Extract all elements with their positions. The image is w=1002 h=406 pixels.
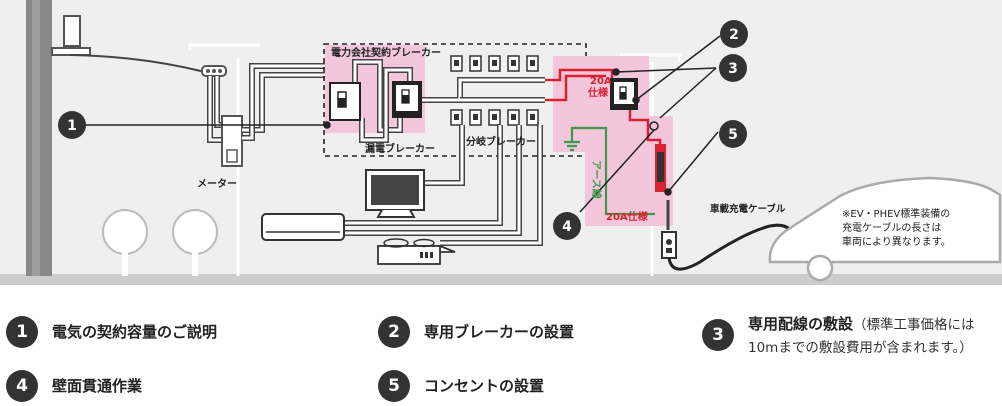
earth-wire-path [564,126,655,216]
ev-outlet [661,231,677,259]
ev-note-line-2: 充電ケーブルの長さは [842,221,941,234]
ground-strip [0,274,1002,285]
callout-number-1: 1 [67,118,77,134]
label-vehicle-cable: 車載充電ケーブル [710,203,786,215]
legend-text-3: 専用配線の敷設 [748,315,854,333]
power-company-breaker [329,82,361,121]
label-power-company-breaker: 電力会社契約ブレーカー [331,46,441,59]
label-meter: メーター [197,178,237,190]
callout-number-4: 4 [562,219,572,235]
television [365,169,425,218]
insulator [201,65,227,77]
diagram-labels: 電力会社契約ブレーカー 漏電ブレーカー 分岐ブレーカー メーター 20A 仕様 … [197,46,951,248]
legend-note-3b: 10mまでの敷設費用が含まれます。） [748,340,973,356]
legend-number-2: 2 [378,316,410,348]
label-20a: 20A [590,76,612,87]
meter-feed-wire [208,76,222,142]
tree-right [172,209,218,276]
branch-breakers [450,55,539,126]
branch-circuit-wires [345,125,543,246]
leakage-breaker [392,81,422,118]
legend-item-1: 1 電気の契約容量のご説明 [6,316,217,348]
dedicated-breaker [610,78,638,110]
utility-pole [26,0,91,276]
wall-top-left [188,43,260,50]
panel-wiring [352,59,545,143]
outlet-conduit [655,144,666,192]
wiring-illustration: 1 2 3 4 5 電力会社契約ブレーカー 漏電ブレーカー 分岐ブレーカー メーター 2… [0,0,1002,285]
electric-meter [221,115,243,167]
label-earth-wire: アース線 [590,160,603,199]
callout-number-2: 2 [729,27,739,43]
legend-item-4: 4 壁面貫通作業 [6,370,142,402]
legend-item-2: 2 専用ブレーカーの設置 [378,316,574,348]
legend-text-2: 専用ブレーカーの設置 [424,323,575,341]
callout-markers: 1 2 3 4 5 [58,20,748,240]
callout-circle-2 [720,20,748,48]
legend-note-3a: （標準工事価格には [853,317,975,333]
tree-left [102,209,148,276]
callout-circle-3 [719,54,747,82]
legend-number-5: 5 [378,370,410,402]
legend-text-1: 電気の契約容量のご説明 [52,323,218,341]
legend-number-4: 4 [6,370,38,402]
legend-number-3: 3 [702,319,734,351]
legend-number-1: 1 [6,316,38,348]
wall-top-right [620,53,682,62]
ev-note-line-1: ※EV・PHEV標準装備の [842,207,950,220]
legend-text-3-block: 専用配線の敷設（標準工事価格には 10mまでの敷設費用が含まれます。） [748,313,975,359]
legend-item-3: 3 専用配線の敷設（標準工事価格には 10mまでの敷設費用が含まれます。） [702,313,975,359]
label-branch-breaker: 分岐ブレーカー [466,135,536,148]
callout-number-5: 5 [728,127,738,143]
ev-note-line-3: 車両により異なります。 [842,235,951,248]
car-wheel [806,254,834,282]
legend-text-5: コンセントの設置 [424,377,545,395]
label-spec: 仕様 [587,86,609,99]
callout-circle-5 [719,120,747,148]
electric-vehicle [768,176,1002,264]
charging-cable [667,223,797,271]
legend-text-4: 壁面貫通作業 [52,377,143,395]
service-drop-wire [69,54,206,73]
legend-item-5: 5 コンセントの設置 [378,370,544,402]
air-conditioner [261,213,345,241]
induction-cooktop [377,238,456,265]
callout-circle-1 [58,111,86,139]
label-leakage-breaker: 漏電ブレーカー [365,142,435,155]
callout-circle-4 [553,212,581,240]
dedicated-red-wire [545,68,662,150]
label-20a-outlet: 20A仕様 [606,210,649,223]
callout-leader-lines [86,35,721,213]
callout-number-3: 3 [728,61,738,77]
